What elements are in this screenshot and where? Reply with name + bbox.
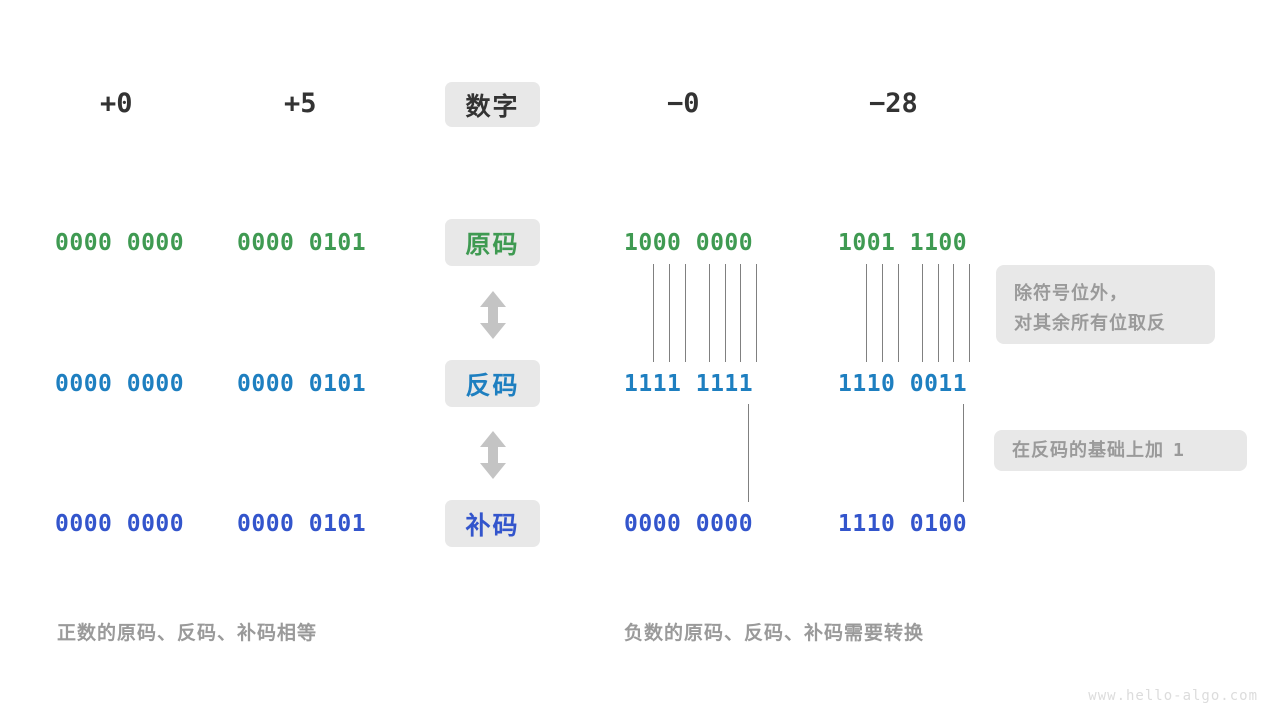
- note-add-one: 在反码的基础上加 1: [994, 430, 1247, 471]
- bit-connector-line: [969, 264, 970, 362]
- twos-complement-negative-28: 1110 0100: [838, 511, 968, 537]
- sign-magnitude-negative-0: 1000 0000: [624, 230, 754, 256]
- caption-positive: 正数的原码、反码、补码相等: [57, 623, 318, 644]
- bit-connector-line: [898, 264, 899, 362]
- bit-connector-line: [756, 264, 757, 362]
- caption-negative: 负数的原码、反码、补码需要转换: [624, 623, 925, 644]
- bit-connector-line: [866, 264, 867, 362]
- bit-connector-line: [669, 264, 670, 362]
- twos-complement-negative-0: 0000 0000: [624, 511, 754, 537]
- header-number-negative-0: −0: [667, 88, 700, 119]
- note-invert-bits-line1: 除符号位外，: [1014, 283, 1128, 303]
- row-label-number: 数字: [445, 82, 540, 127]
- bit-connector-line: [882, 264, 883, 362]
- bit-connector-line: [740, 264, 741, 362]
- note-add-one-text: 在反码的基础上加: [1012, 440, 1164, 460]
- sign-magnitude-negative-28: 1001 1100: [838, 230, 968, 256]
- watermark: www.hello-algo.com: [1088, 688, 1258, 704]
- twos-complement-positive-5: 0000 0101: [237, 511, 367, 537]
- header-number-negative-28: −28: [869, 88, 918, 119]
- ones-complement-positive-5: 0000 0101: [237, 371, 367, 397]
- row-label-twos-complement: 补码: [445, 500, 540, 547]
- bit-connector-line: [725, 264, 726, 362]
- ones-complement-negative-28: 1110 0011: [838, 371, 968, 397]
- bit-connector-line: [653, 264, 654, 362]
- bit-connector-line: [953, 264, 954, 362]
- ones-complement-positive-0: 0000 0000: [55, 371, 185, 397]
- bit-connector-line: [922, 264, 923, 362]
- bit-connector-line: [709, 264, 710, 362]
- twos-complement-positive-0: 0000 0000: [55, 511, 185, 537]
- bidirectional-arrow-icon-bottom: [477, 430, 509, 485]
- ones-complement-negative-0: 1111 1111: [624, 371, 754, 397]
- sign-magnitude-positive-5: 0000 0101: [237, 230, 367, 256]
- row-label-sign-magnitude: 原码: [445, 219, 540, 266]
- carry-connector-line: [748, 404, 749, 502]
- header-number-positive-0: +0: [100, 88, 133, 119]
- note-invert-bits: 除符号位外， 对其余所有位取反: [996, 265, 1215, 344]
- bit-connector-line: [938, 264, 939, 362]
- note-invert-bits-line2: 对其余所有位取反: [1014, 313, 1166, 333]
- header-number-positive-5: +5: [284, 88, 317, 119]
- sign-magnitude-positive-0: 0000 0000: [55, 230, 185, 256]
- note-add-one-value: 1: [1173, 440, 1185, 461]
- row-label-ones-complement: 反码: [445, 360, 540, 407]
- bidirectional-arrow-icon-top: [477, 290, 509, 345]
- bit-connector-line: [685, 264, 686, 362]
- carry-connector-line: [963, 404, 964, 502]
